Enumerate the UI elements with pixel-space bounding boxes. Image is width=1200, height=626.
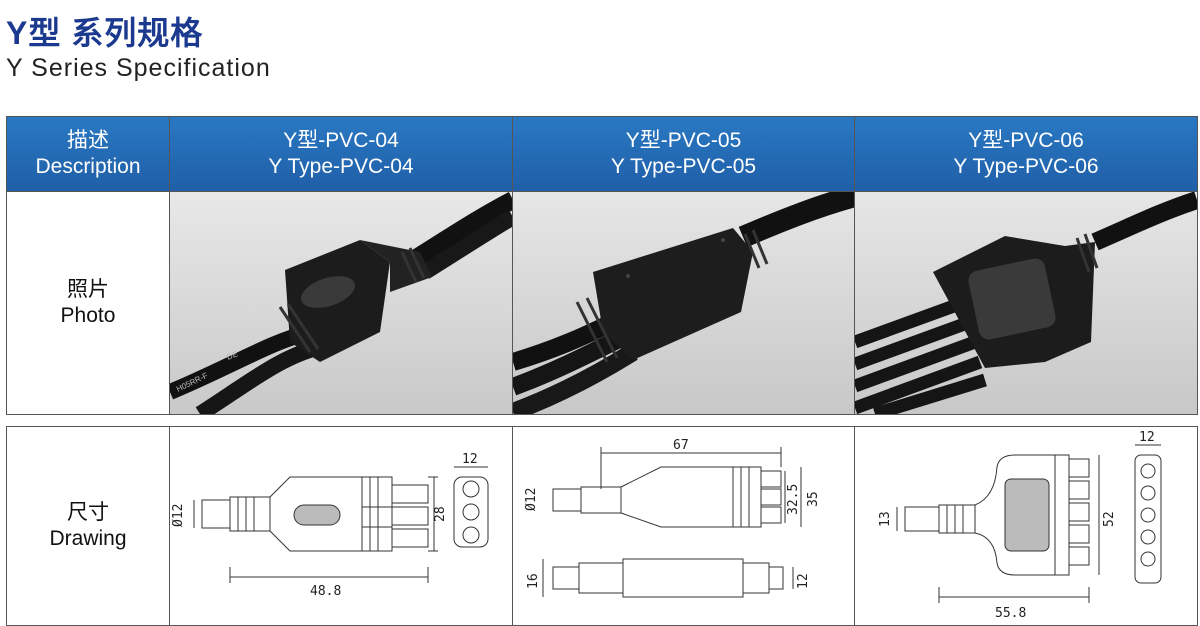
technical-drawing-06: 13 55.8 52 12 (878, 430, 1162, 621)
header-model-06: Y型-PVC-06 Y Type-PVC-06 (855, 117, 1197, 191)
dim-05-side-end: 12 (796, 573, 811, 589)
drawing-pvc-06: 13 55.8 52 12 (855, 427, 1197, 625)
technical-drawing-05: 67 Ø12 32.5 35 16 12 (524, 438, 821, 598)
drawing-pvc-05: 67 Ø12 32.5 35 16 12 (513, 427, 855, 625)
plug-photo-04: DE H05RR-F (170, 192, 512, 414)
header-model-06-en: Y Type-PVC-06 (953, 155, 1099, 178)
dim-05-side-thickness: 16 (526, 573, 541, 589)
dim-04-height: 28 (433, 506, 448, 522)
header-row: 描述 Description Y型-PVC-04 Y Type-PVC-04 Y… (7, 117, 1197, 191)
dim-04-diameter: Ø12 (171, 504, 186, 527)
drawing-label-cn: 尺寸 (67, 501, 109, 524)
dim-05-height-outer: 35 (806, 491, 821, 507)
header-description-en: Description (35, 155, 141, 178)
technical-drawing-04: Ø12 48.8 28 12 (171, 452, 489, 599)
drawing-label: 尺寸 Drawing (7, 427, 170, 625)
photo-pvc-04: DE H05RR-F (170, 192, 513, 414)
header-model-04-cn: Y型-PVC-04 (283, 129, 399, 152)
dim-05-diameter: Ø12 (524, 488, 539, 511)
photo-label-cn: 照片 (67, 278, 109, 301)
drawing-pvc-04: Ø12 48.8 28 12 (170, 427, 513, 625)
photo-row: 照片 Photo (7, 191, 1197, 414)
dim-06-length: 55.8 (995, 606, 1026, 621)
dim-05-length: 67 (673, 438, 689, 453)
dim-04-length: 48.8 (310, 584, 341, 599)
drawing-label-en: Drawing (49, 527, 127, 550)
photo-pvc-06 (855, 192, 1197, 414)
photo-pvc-05 (513, 192, 855, 414)
dim-04-end: 12 (462, 452, 478, 467)
photo-label: 照片 Photo (7, 192, 170, 414)
header-model-04-en: Y Type-PVC-04 (268, 155, 414, 178)
dim-06-end: 12 (1139, 430, 1155, 445)
dim-06-height: 52 (1102, 511, 1117, 527)
cable-print-1: DE (225, 349, 239, 362)
header-description: 描述 Description (7, 117, 170, 191)
photo-label-en: Photo (60, 304, 116, 327)
plug-photo-05 (513, 192, 854, 414)
header-model-05: Y型-PVC-05 Y Type-PVC-05 (513, 117, 855, 191)
dim-05-height-inner: 32.5 (786, 484, 801, 515)
header-model-05-cn: Y型-PVC-05 (625, 129, 742, 152)
plug-photo-06 (855, 192, 1197, 414)
header-model-06-cn: Y型-PVC-06 (968, 129, 1084, 152)
spec-table-top: 描述 Description Y型-PVC-04 Y Type-PVC-04 Y… (6, 116, 1198, 415)
header-description-cn: 描述 (67, 129, 109, 152)
header-model-04: Y型-PVC-04 Y Type-PVC-04 (170, 117, 513, 191)
dim-06-diameter: 13 (878, 511, 893, 527)
drawing-row: 尺寸 Drawing (7, 427, 1197, 625)
spec-table-drawing: 尺寸 Drawing (6, 426, 1198, 626)
page-title-en: Y Series Specification (6, 54, 271, 82)
page-title-cn: Y型 系列规格 (6, 15, 204, 51)
header-model-05-en: Y Type-PVC-05 (610, 155, 757, 178)
